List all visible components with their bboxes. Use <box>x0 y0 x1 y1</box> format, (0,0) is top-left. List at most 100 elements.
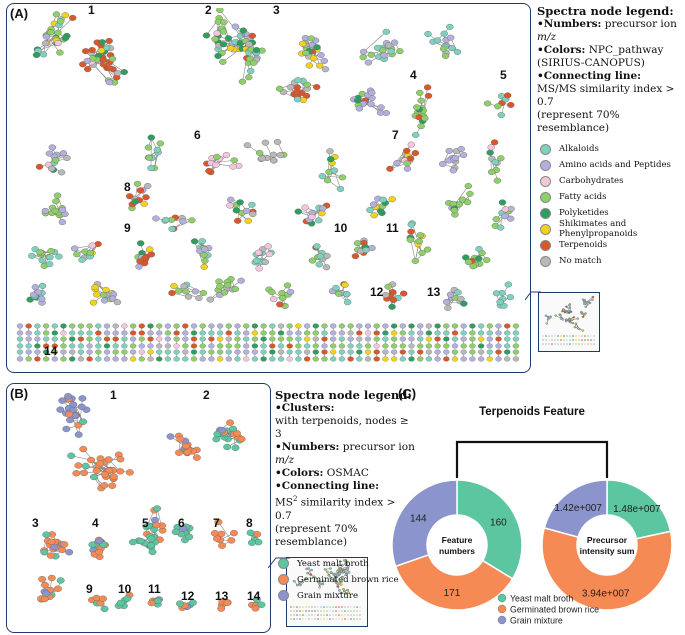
network-node <box>294 208 302 215</box>
network-node <box>338 614 340 616</box>
network-node <box>338 618 340 620</box>
panel-a-node-pair <box>25 336 32 349</box>
panel-b-cluster-4: 4 <box>92 516 99 530</box>
network-node <box>46 254 54 261</box>
network-node <box>121 343 128 349</box>
network-node <box>86 249 95 256</box>
network-node <box>403 165 412 172</box>
network-node <box>226 419 235 426</box>
network-node <box>293 614 295 616</box>
network-node <box>575 339 577 341</box>
donut-slice-label: 160 <box>490 518 507 529</box>
network-node <box>51 157 60 164</box>
panel-a-cluster-group <box>486 139 505 184</box>
network-node <box>112 336 119 342</box>
network-node <box>231 444 240 451</box>
network-node <box>417 356 424 362</box>
network-node <box>73 251 81 258</box>
network-node <box>568 306 572 309</box>
donut-slice-label: 1.42e+007 <box>554 503 602 514</box>
network-node <box>475 255 483 262</box>
panel-a-node-pair <box>234 349 241 362</box>
network-node <box>416 232 425 239</box>
panel-a-node-pair <box>477 349 485 362</box>
network-node <box>554 343 556 345</box>
network-node <box>376 109 385 116</box>
network-node <box>350 606 352 608</box>
network-node <box>34 330 41 336</box>
network-node <box>325 570 329 573</box>
network-node <box>40 548 49 556</box>
panel-a-node-pair <box>269 336 276 349</box>
network-node <box>42 343 50 349</box>
network-node <box>336 585 340 588</box>
donut-slice <box>394 553 514 611</box>
panel-a-node-pair <box>295 336 302 349</box>
network-node <box>434 323 441 329</box>
network-node <box>184 293 193 300</box>
legend-c-swatch <box>497 615 507 625</box>
panel-a-cluster-11: 11 <box>386 221 399 235</box>
panel-a-node-pair <box>103 323 111 336</box>
legend-b-clusters: •Clusters: <box>275 402 335 414</box>
network-node <box>425 349 433 355</box>
network-node <box>200 246 209 253</box>
network-node <box>312 349 319 355</box>
panel-a-node-pair <box>77 323 85 336</box>
network-node <box>323 614 325 616</box>
donut-center-title: intensity sum <box>580 546 635 556</box>
legend-a-swatch <box>540 239 551 251</box>
network-node <box>116 456 125 463</box>
panel-b-cluster-8: 8 <box>246 516 253 530</box>
donut-center-title: Precursor <box>587 535 628 545</box>
network-node <box>95 548 104 556</box>
network-node <box>34 343 41 349</box>
panel-a-node-pair <box>147 349 154 362</box>
network-node <box>231 286 240 293</box>
network-node <box>425 336 433 342</box>
network-node <box>42 336 50 342</box>
network-node <box>234 343 241 349</box>
panel-a-node-pair <box>451 336 459 349</box>
network-node <box>138 330 145 336</box>
panel-a-cluster-group <box>32 11 77 58</box>
network-node <box>264 243 272 250</box>
legend-a-item: Polyketides <box>540 205 685 221</box>
network-node <box>105 79 114 86</box>
network-node <box>583 302 586 306</box>
network-node <box>148 548 157 556</box>
network-node <box>252 596 261 603</box>
panel-a-node-pair <box>173 336 180 349</box>
network-node <box>399 330 406 336</box>
network-node <box>208 356 215 362</box>
network-node <box>338 343 346 349</box>
network-node <box>441 52 450 59</box>
network-node <box>99 57 107 64</box>
network-node <box>299 618 301 620</box>
network-node <box>575 343 577 345</box>
network-node <box>460 356 467 362</box>
panel-a-node-pair <box>469 336 476 349</box>
network-node <box>277 349 285 355</box>
panel-a-cluster-9: 9 <box>124 221 131 235</box>
network-node <box>344 614 346 616</box>
network-node <box>312 575 316 578</box>
network-node <box>399 343 406 349</box>
network-node <box>347 330 354 336</box>
panel-a-node-pair <box>173 349 180 362</box>
panel-a-inset-cluster <box>544 314 553 325</box>
network-node <box>25 343 32 349</box>
network-node <box>305 618 307 620</box>
network-node <box>493 177 502 184</box>
network-node <box>504 281 513 288</box>
network-node <box>164 330 172 336</box>
network-node <box>326 606 328 608</box>
network-node <box>247 539 256 546</box>
network-node <box>208 330 215 336</box>
panel-a-cluster-group <box>26 282 47 306</box>
network-node <box>492 290 501 297</box>
network-node <box>303 330 311 336</box>
network-node <box>51 323 58 329</box>
panel-a-node-pair <box>121 336 128 349</box>
